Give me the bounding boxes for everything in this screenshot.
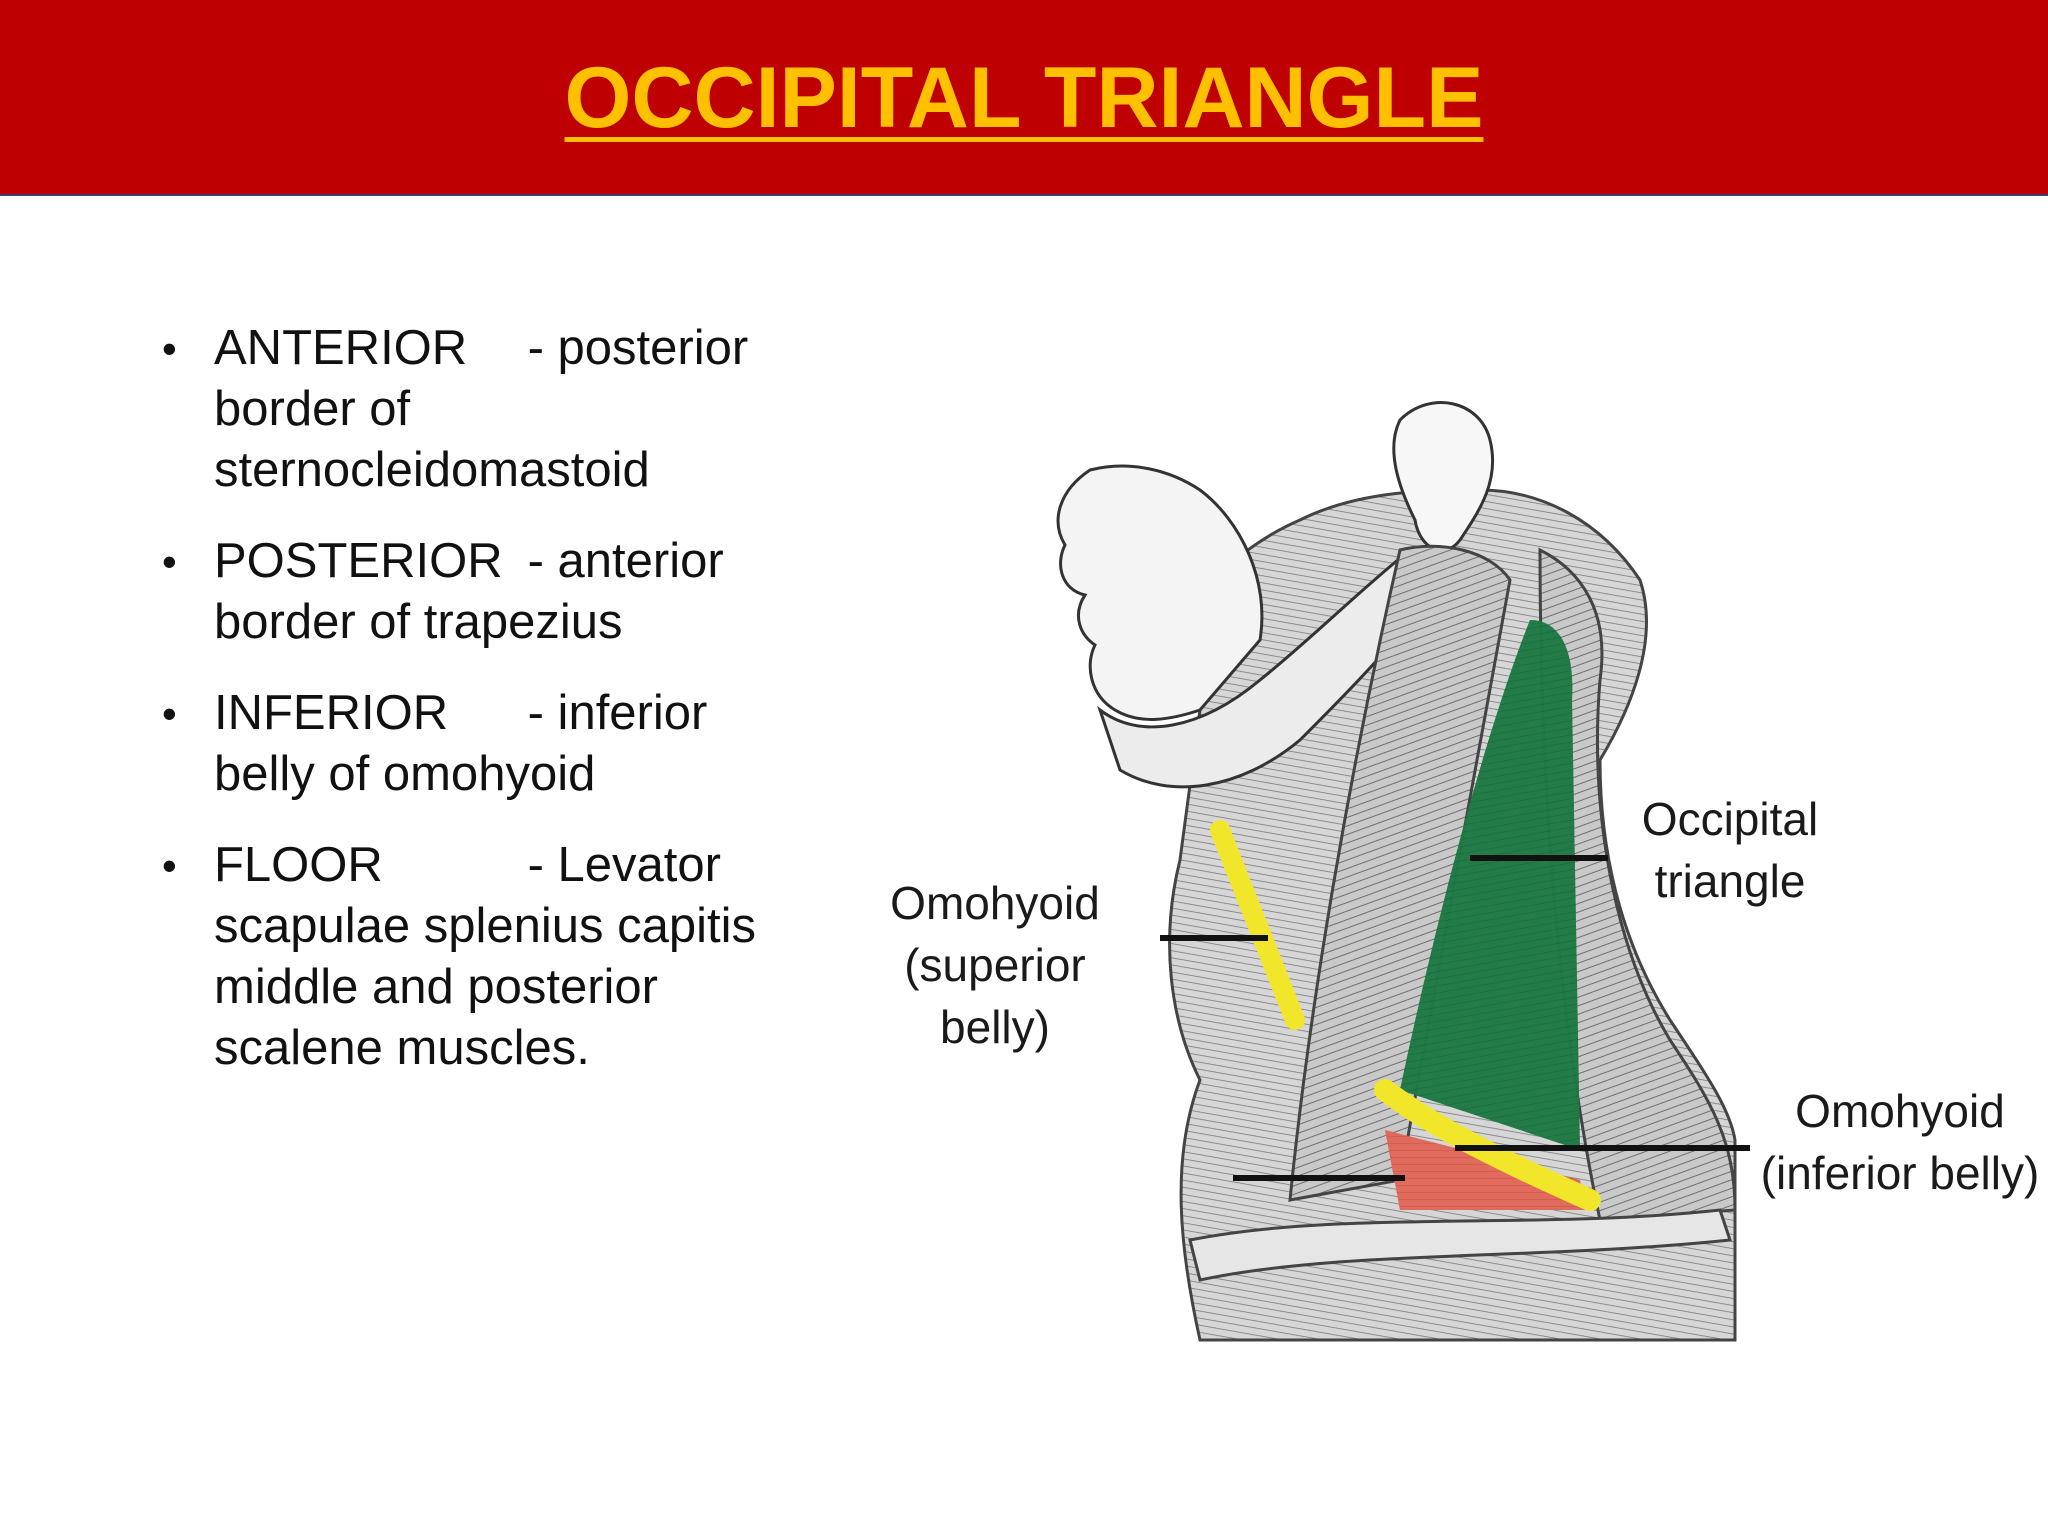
omohyoid-superior-belly <box>1210 820 1305 1030</box>
bullet-list: • ANTERIOR - posterior border of sternoc… <box>160 318 800 1109</box>
bullet-text: border of trapezius <box>214 595 623 649</box>
bullet-label: POSTERIOR <box>214 534 503 588</box>
label-line: Omohyoid <box>890 877 1100 929</box>
bullet-anterior: • ANTERIOR - posterior border of sternoc… <box>160 318 800 501</box>
label-line: Occipital <box>1641 793 1819 845</box>
label-omohyoid-superior: Omohyoid (superior belly) <box>845 872 1145 1058</box>
bullet-separator: - posterior <box>527 321 749 375</box>
ear <box>1392 401 1495 552</box>
label-omohyoid-inferior: Omohyoid (inferior belly) <box>1760 1080 2040 1204</box>
bullet-dot-icon: • <box>162 325 177 372</box>
label-line: (inferior belly) <box>1760 1147 2040 1199</box>
bullet-text: scapulae splenius capitis middle and pos… <box>214 899 757 1075</box>
bullet-label: ANTERIOR <box>214 321 468 375</box>
label-line: Omohyoid <box>1795 1085 2005 1137</box>
bullet-label: FLOOR <box>214 838 383 892</box>
bullet-separator: - Levator <box>527 838 721 892</box>
bullet-inferior: • INFERIOR - inferior belly of omohyoid <box>160 683 800 805</box>
neck-anatomy-diagram <box>1056 401 1750 1342</box>
bullet-text: belly of omohyoid <box>214 747 596 801</box>
bullet-posterior: • POSTERIOR - anterior border of trapezi… <box>160 531 800 653</box>
bullet-label: INFERIOR <box>214 686 449 740</box>
face-profile <box>1056 464 1264 721</box>
label-line: (superior belly) <box>904 939 1086 1053</box>
bullet-dot-icon: • <box>162 842 177 889</box>
bullet-text: border of sternocleidomastoid <box>214 382 650 497</box>
slide-title: OCCIPITAL TRIANGLE <box>564 50 1484 146</box>
bullet-floor: • FLOOR - Levator scapulae splenius capi… <box>160 835 800 1079</box>
omohyoid-inferior-belly <box>1374 1079 1601 1211</box>
label-occipital-triangle: Occipital triangle <box>1600 788 1860 912</box>
sternocleidomastoid <box>1288 544 1512 1202</box>
label-line: triangle <box>1654 855 1806 907</box>
bullet-separator: - inferior <box>527 686 708 740</box>
bullet-separator: - anterior <box>527 534 724 588</box>
bullet-dot-icon: • <box>162 690 177 737</box>
clavicle <box>1188 1208 1733 1282</box>
title-bar: OCCIPITAL TRIANGLE <box>0 0 2048 196</box>
bullet-dot-icon: • <box>162 538 177 585</box>
